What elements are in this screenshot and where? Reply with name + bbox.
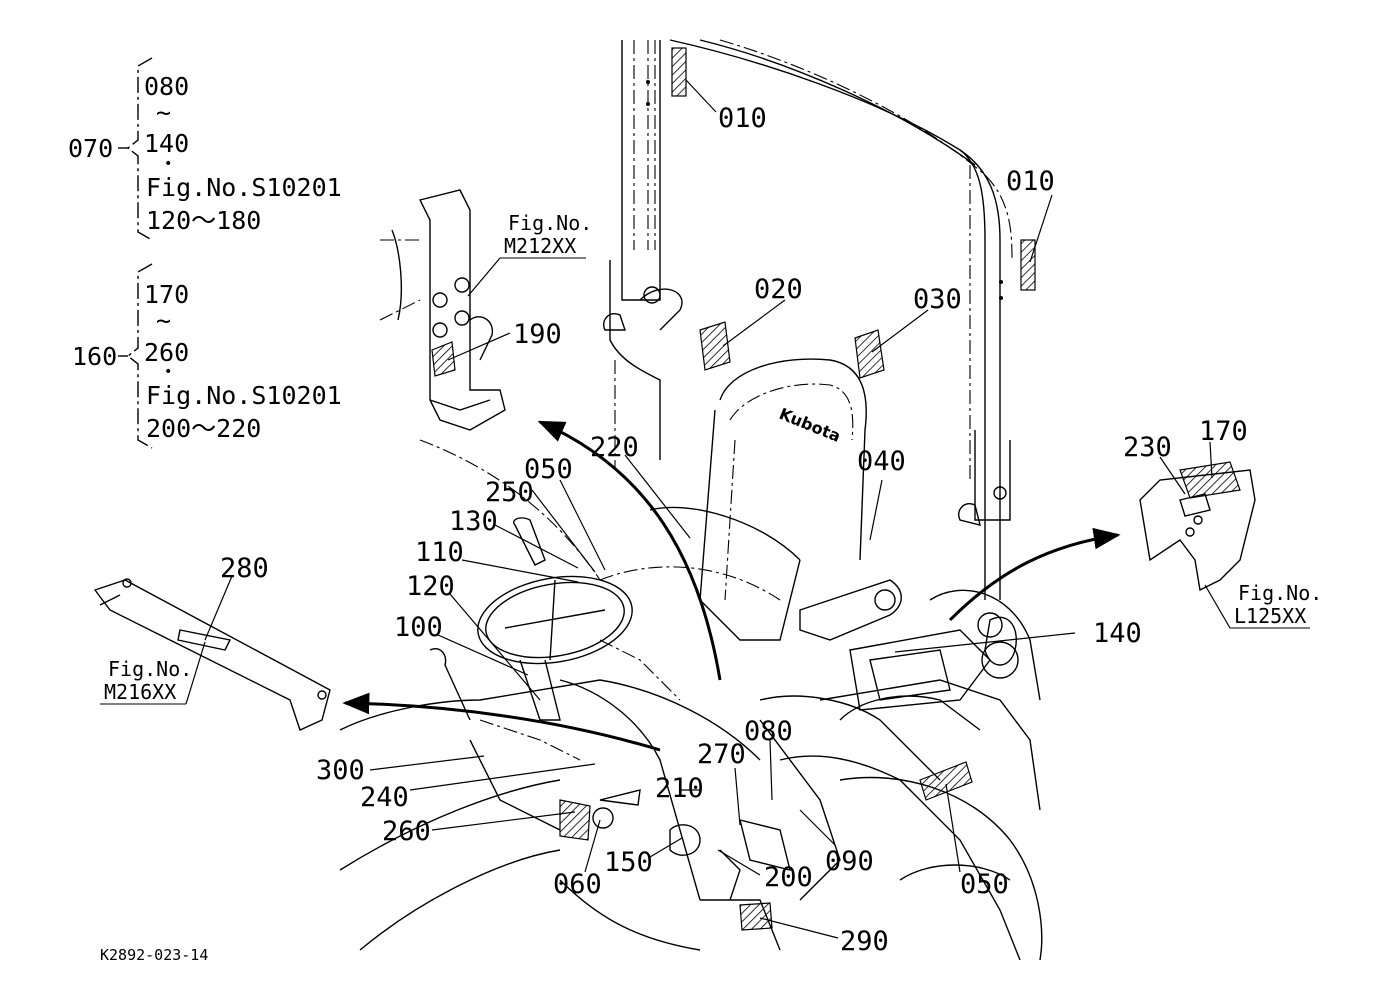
- inset-fender-l125: [1139, 469, 1256, 592]
- callout-230: 230: [1123, 432, 1172, 463]
- rops-frame: [603, 39, 1013, 600]
- decal-shapes: [431, 47, 1241, 931]
- callout-270: 270: [697, 739, 746, 770]
- inset-bar-m216: [93, 578, 331, 731]
- arrow-to-bracket-inset: [537, 420, 722, 681]
- tractor-body: [339, 439, 1043, 961]
- decal-190: [431, 341, 456, 377]
- callout-300: 300: [316, 755, 365, 786]
- decal-050-fender: [919, 761, 973, 801]
- callout-080: 080: [744, 716, 793, 747]
- callout-260: 260: [382, 816, 431, 847]
- decal-030: [854, 329, 885, 379]
- callout-labels: 010 010 020 030 040 050 050 060 080 090 …: [220, 103, 1248, 957]
- ref-l125-line1: Fig.No.: [1238, 581, 1322, 605]
- callout-220: 220: [590, 432, 639, 463]
- ref-m216-line1: Fig.No.: [108, 657, 192, 681]
- callout-130: 130: [449, 506, 498, 537]
- callout-290: 290: [840, 926, 889, 957]
- legend-first-080: 080: [144, 72, 189, 101]
- callout-100: 100: [394, 612, 443, 643]
- ref-m212-line2: M212XX: [504, 234, 576, 258]
- callout-240: 240: [360, 782, 409, 813]
- ref-l125-line2: L125XX: [1234, 604, 1306, 628]
- callout-040: 040: [857, 446, 906, 477]
- callout-050-fender: 050: [960, 869, 1009, 900]
- callout-010-right: 010: [1006, 166, 1055, 197]
- callout-250: 250: [485, 477, 534, 508]
- callout-280: 280: [220, 553, 269, 584]
- callout-120: 120: [406, 571, 455, 602]
- callout-170: 170: [1199, 416, 1248, 447]
- legend-group-070: 070 080 ~ 140 • Fig.No.S10201 120〜180: [68, 57, 342, 241]
- ref-box-l125: Fig.No. L125XX: [1204, 581, 1322, 629]
- ref-box-m212: Fig.No. M212XX: [467, 211, 592, 297]
- arrow-to-fender-inset: [948, 527, 1121, 622]
- decal-260: [559, 799, 591, 841]
- legend-tilde: ~: [156, 306, 171, 335]
- ref-box-m216: Fig.No. M216XX: [100, 641, 206, 705]
- arrow-to-bar-inset: [342, 692, 661, 752]
- decal-170: [1179, 461, 1241, 499]
- kubota-logo-on-seat: Kubota: [777, 404, 844, 446]
- steering-wheel: [477, 517, 633, 721]
- legend-range: 120〜180: [146, 206, 261, 235]
- decal-010-right: [1020, 239, 1036, 291]
- legend-parent-070: 070: [68, 134, 113, 163]
- legend-fig-ref: Fig.No.S10201: [146, 381, 342, 410]
- legend-dot: •: [164, 364, 172, 380]
- callout-090: 090: [825, 846, 874, 877]
- legend-tilde: ~: [156, 98, 171, 127]
- callout-190: 190: [513, 319, 562, 350]
- callout-030: 030: [913, 284, 962, 315]
- legend-last-260: 260: [144, 338, 189, 367]
- decal-010-top: [671, 47, 687, 97]
- legend-last-140: 140: [144, 129, 189, 158]
- ref-m216-line2: M216XX: [104, 680, 176, 704]
- legend-group-160: 160 170 ~ 260 • Fig.No.S10201 200〜220: [72, 263, 342, 449]
- callout-210: 210: [655, 773, 704, 804]
- legend-parent-160: 160: [72, 342, 117, 371]
- drawing-code: K2892-023-14: [100, 946, 208, 964]
- callout-110: 110: [415, 537, 464, 568]
- callout-200: 200: [764, 862, 813, 893]
- callout-020: 020: [754, 274, 803, 305]
- leader-lines: [204, 79, 1213, 939]
- legend-range: 200〜220: [146, 414, 261, 443]
- decal-020: [699, 321, 731, 371]
- callout-050: 050: [524, 454, 573, 485]
- legend-first-170: 170: [144, 280, 189, 309]
- callout-010-top: 010: [718, 103, 767, 134]
- callout-060: 060: [553, 869, 602, 900]
- callout-150: 150: [604, 847, 653, 878]
- ref-m212-line1: Fig.No.: [508, 211, 592, 235]
- inset-bracket-m212: [379, 189, 506, 431]
- callout-140: 140: [1093, 618, 1142, 649]
- transfer-arrows: [342, 420, 1121, 752]
- legend-fig-ref: Fig.No.S10201: [146, 173, 342, 202]
- legend-dot: •: [164, 156, 172, 172]
